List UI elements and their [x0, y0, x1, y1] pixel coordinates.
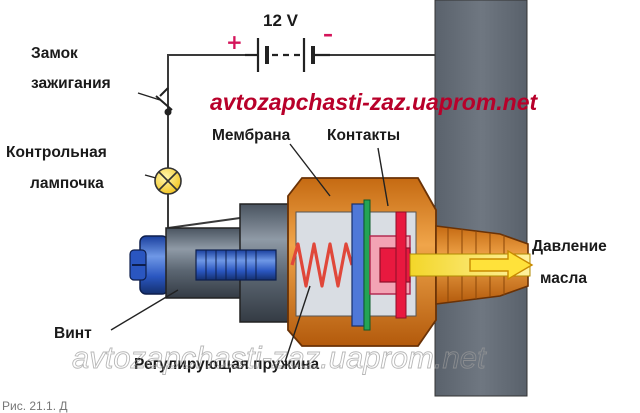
warning-lamp-symbol [154, 167, 182, 195]
ignition-switch-symbol [155, 87, 173, 116]
sensor-blue-nut [129, 235, 169, 295]
oil-pressure-arrow [469, 249, 534, 281]
contacts-label: Контакты [327, 127, 400, 144]
figure-caption: Рис. 21.1. Д [2, 399, 68, 413]
membrane [351, 199, 371, 331]
lamp-label-line2: лампочка [30, 175, 104, 192]
watermark-main: avtozapchasti-zaz.uaprom.net [210, 89, 539, 115]
adjustment-screw [195, 249, 277, 281]
engine-block-wall [434, 0, 528, 397]
membrane-label: Мембрана [212, 127, 291, 144]
ignition-switch-label-line1: Замок [31, 45, 78, 62]
label-pointers [110, 143, 389, 363]
watermark-ghost: avtozapchasti-zaz.uaprom.net [72, 340, 487, 375]
contact-plunger [369, 211, 411, 319]
oil-pressure-label-line1: Давление [532, 238, 607, 255]
lamp-pointer [144, 174, 157, 179]
minus-sign: – [323, 22, 333, 46]
ignition-pointer [137, 92, 161, 101]
oil-pressure-label-line2: масла [540, 270, 587, 287]
regulating-spring [290, 242, 354, 288]
screw-label: Винт [54, 325, 92, 342]
spring-label: Регулирующая пружина [134, 356, 319, 373]
voltage-label: 12 V [263, 11, 299, 30]
battery-symbol [245, 38, 330, 72]
ignition-switch-label-line2: зажигания [31, 75, 111, 92]
plus-sign: + [226, 30, 243, 54]
lamp-label-line1: Контрольная [6, 144, 107, 161]
